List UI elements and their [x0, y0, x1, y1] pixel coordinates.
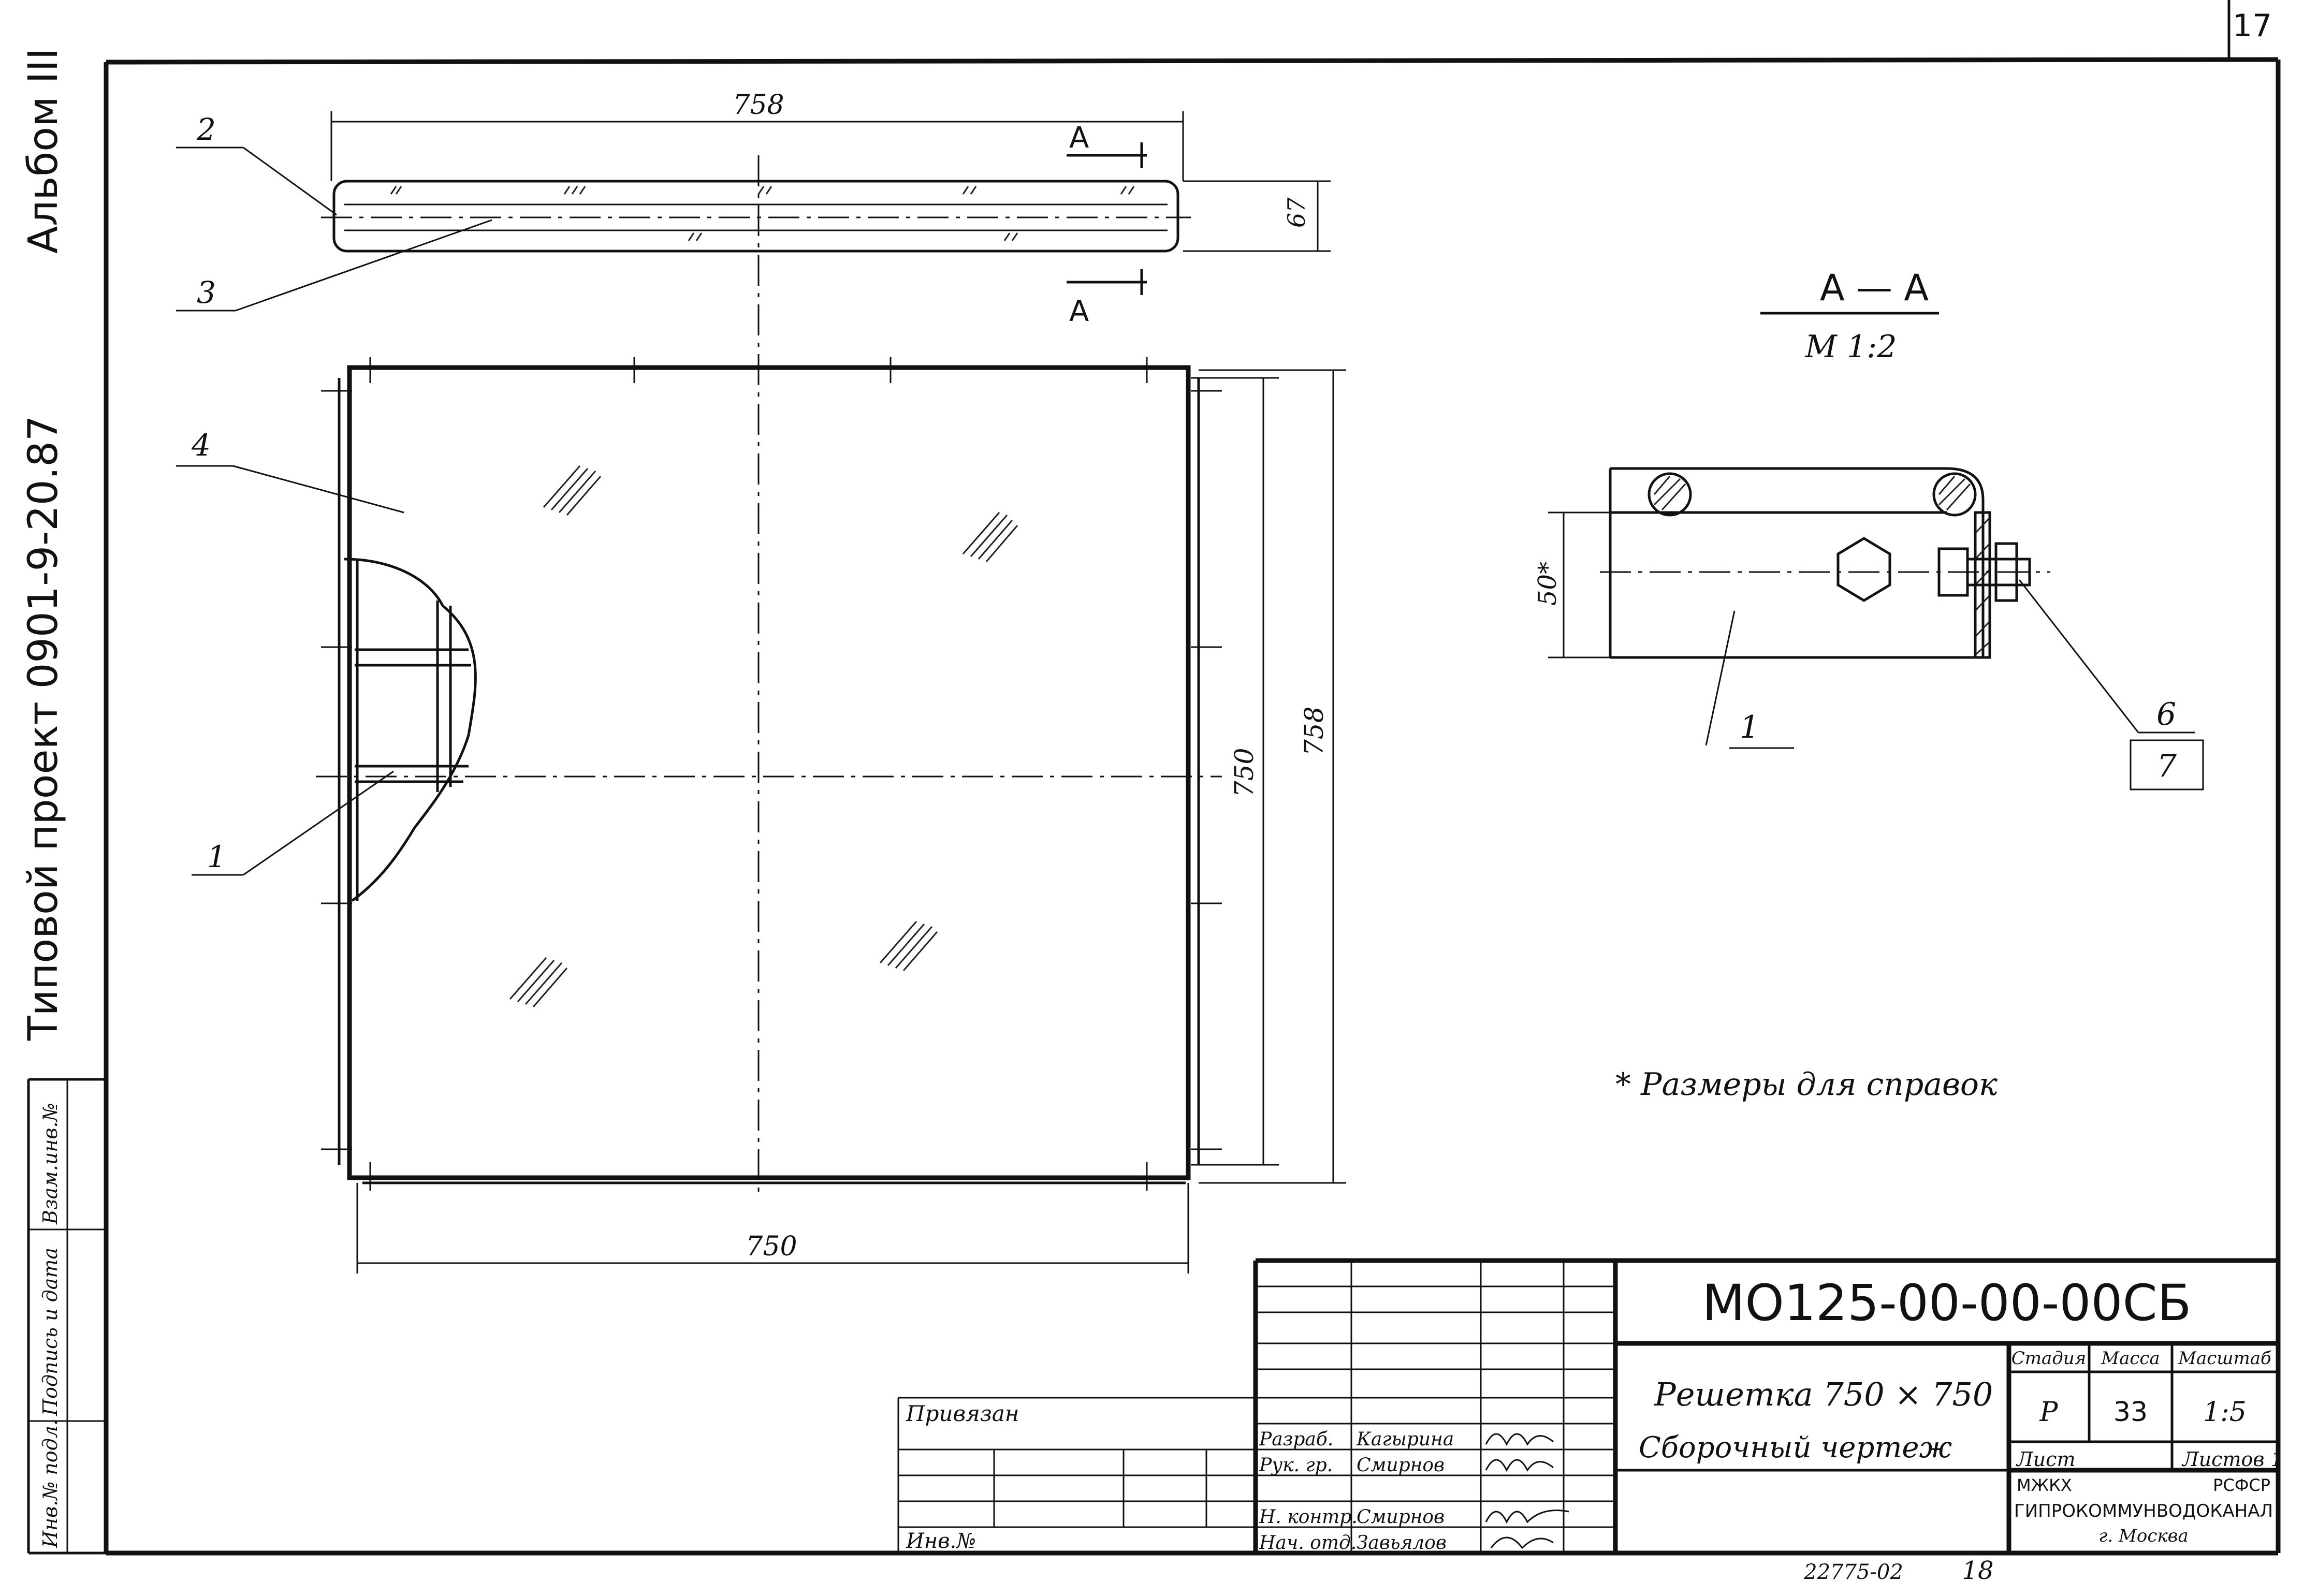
callout-3: 3 [197, 275, 216, 310]
role-group-lead: Рук. гр. [1259, 1455, 1333, 1476]
reference-note: * Размеры для справок [1615, 1066, 1998, 1103]
main-width-dim: 750 [746, 1231, 797, 1262]
main-height-outer-dim: 758 [1299, 707, 1329, 756]
section-scale: М 1:2 [1804, 329, 1897, 365]
org-republic: РСФСР [2213, 1475, 2270, 1495]
org-institute: ГИПРОКОММУНВОДОКАНАЛ [2014, 1501, 2273, 1521]
section-mark-bottom: А [1069, 295, 1089, 328]
org-ministry: МЖКХ [2017, 1475, 2072, 1495]
scale-value: 1:5 [2203, 1397, 2247, 1428]
sign-date-label: Подпись и дата [39, 1248, 62, 1416]
section-view: А — А М 1:2 50* 1 6 [1533, 267, 2204, 790]
top-width-dim: 758 [733, 90, 784, 121]
name-developer: Кагырина [1356, 1429, 1454, 1450]
name-norm-control: Смирнов [1357, 1506, 1445, 1528]
title-block: МО125-00-00-00СБ Решетка 750 × 750 Сборо… [897, 1258, 2283, 1554]
stage-header: Стадия [2011, 1348, 2086, 1369]
footer-page: 18 [1962, 1556, 1993, 1585]
drawing-type: Сборочный чертеж [1639, 1431, 1952, 1465]
sheet-label: Лист [2016, 1448, 2076, 1471]
section-mark-top: А [1069, 121, 1089, 155]
designation: МО125-00-00-00СБ [1702, 1274, 2192, 1332]
callout-6: 6 [2156, 696, 2176, 733]
org-city: г. Москва [2098, 1526, 2189, 1546]
scale-header: Масштаб [2178, 1348, 2271, 1369]
section-dim: 50* [1533, 562, 1562, 606]
mass-header: Масса [2101, 1348, 2160, 1369]
callout-2: 2 [196, 112, 216, 147]
section-title: А — А [1820, 267, 1929, 309]
mass-value: 33 [2113, 1397, 2148, 1428]
replace-inv-label: Взам.инв.№ [39, 1103, 62, 1225]
page-number: 17 [2233, 8, 2272, 44]
main-view: 750 758 750 4 1 [176, 357, 1346, 1273]
inv-no-label: Инв.№ [906, 1529, 976, 1553]
privyazan-label: Привязан [906, 1401, 1019, 1426]
main-height-inner-dim: 750 [1229, 748, 1259, 797]
role-developer: Разраб. [1259, 1429, 1333, 1450]
callout-4: 4 [191, 428, 211, 463]
album-label: Альбом III [20, 48, 67, 254]
role-norm-control: Н. контр. [1259, 1506, 1358, 1528]
top-view: 758 67 А А 2 3 [176, 90, 1331, 1196]
callout-1-section: 1 [1740, 709, 1759, 745]
project-label: Типовой проект 0901-9-20.87 [20, 415, 67, 1041]
name-group-lead: Смирнов [1357, 1455, 1445, 1476]
order-number: 22775-02 [1803, 1560, 1903, 1584]
sheet-frame [104, 0, 2281, 1556]
sheets-label: Листов 1 [2181, 1448, 2283, 1471]
side-stamp: Альбом III Типовой проект 0901-9-20.87 В… [20, 48, 106, 1555]
inv-original-label: Инв.№ подл. [39, 1419, 62, 1548]
callout-7: 7 [2157, 748, 2177, 784]
role-dept-head: Нач. отд. [1259, 1532, 1357, 1554]
name-dept-head: Завьялов [1357, 1532, 1447, 1554]
signatures [1485, 1433, 1569, 1549]
callout-1-main: 1 [207, 839, 226, 874]
product-name: Решетка 750 × 750 [1654, 1375, 1993, 1413]
stage-value: Р [2039, 1397, 2059, 1428]
top-height-dim: 67 [1282, 197, 1310, 228]
